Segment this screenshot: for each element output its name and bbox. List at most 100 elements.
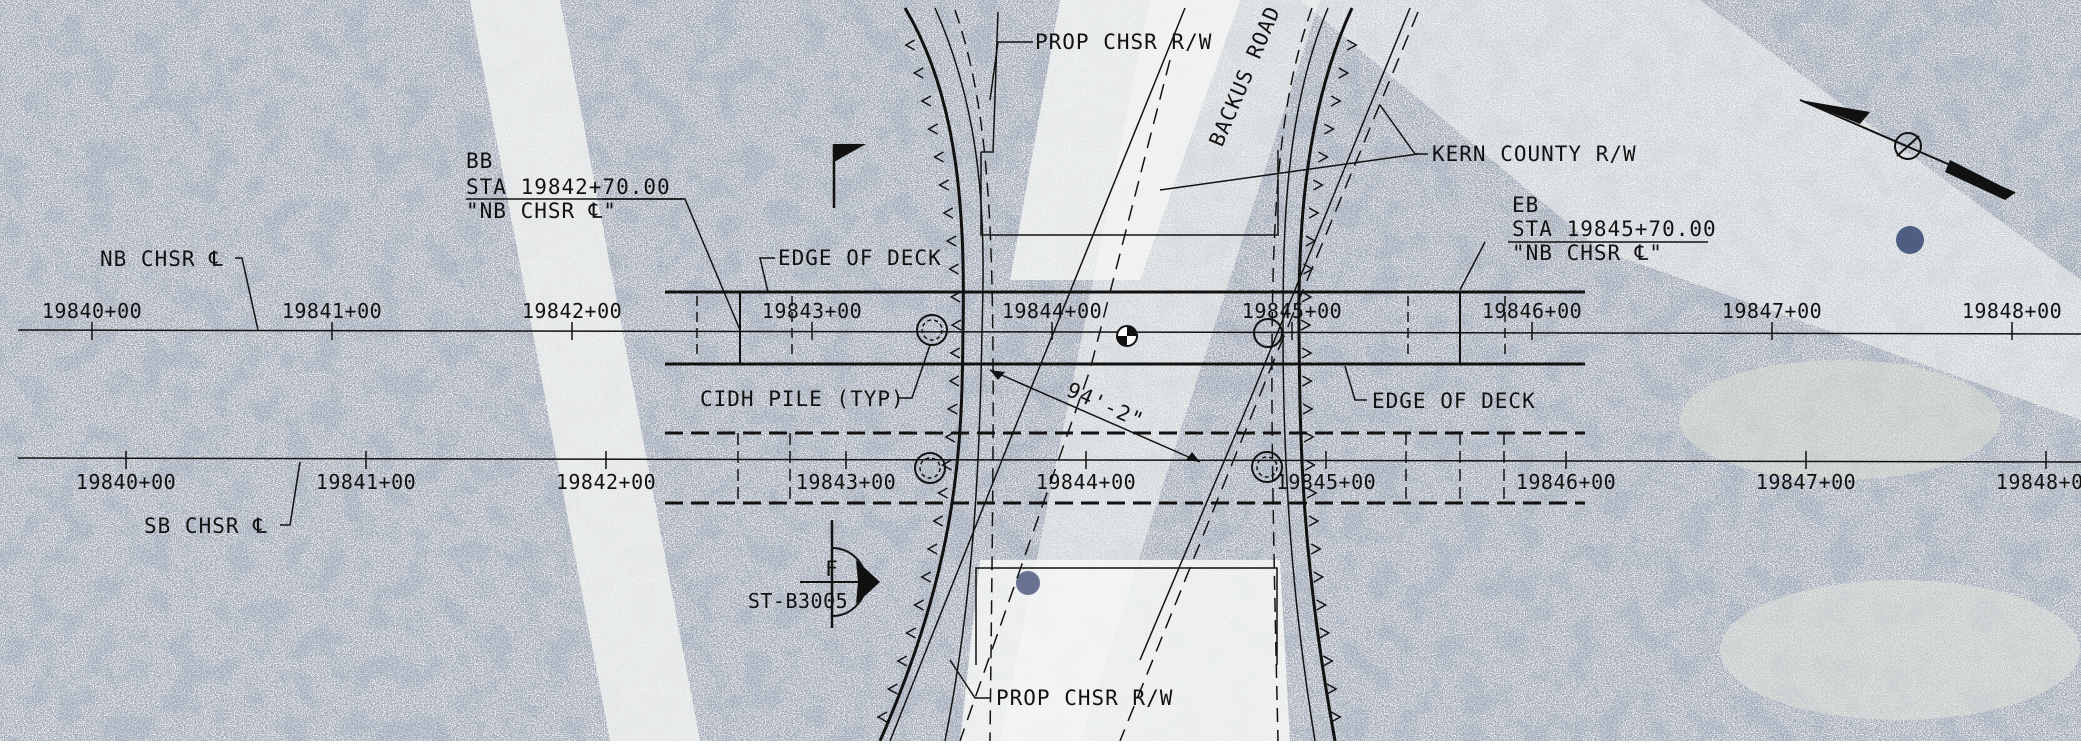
hachure-mark: [1323, 123, 1335, 135]
nb-chsr-centerline-label: NB CHSR ℄: [100, 247, 224, 271]
nb-station-labels: 19840+00 19841+00 19842+00 19843+00 19844+00…: [42, 299, 2062, 323]
hachure-mark: [950, 319, 962, 331]
nb-station-label: 19848+00: [1962, 299, 2062, 323]
hachure-mark: [941, 459, 952, 471]
hachure-mark: [942, 207, 954, 219]
edge-of-deck-label-nb: EDGE OF DECK: [778, 246, 942, 270]
hachure-mark: [946, 403, 958, 415]
hachure-mark: [1326, 683, 1338, 695]
sb-chsr-centerline-label: SB CHSR ℄: [144, 514, 268, 538]
eb-station: STA 19845+70.00: [1512, 217, 1717, 241]
sb-station-labels: 19840+00 19841+00 19842+00 19843+00 19844+00…: [76, 470, 2081, 494]
hachure-mark: [938, 179, 949, 191]
nb-station-label: 19843+00: [762, 299, 862, 323]
hachure-mark: [933, 151, 944, 163]
nb-bridge-deck: [665, 290, 1585, 366]
bb-title: BB: [466, 149, 493, 173]
hachure-mark: [1306, 487, 1318, 499]
section-letter: F: [825, 557, 839, 581]
sb-station-label: 19841+00: [316, 470, 416, 494]
hachure-mark: [886, 683, 898, 695]
cidh-pile-sb-2: [1251, 451, 1283, 483]
hachure-mark: [1313, 571, 1325, 583]
hachure-mark: [1316, 599, 1328, 611]
prop-chsr-rw-label-top: PROP CHSR R/W: [1035, 30, 1212, 54]
hachure-mark: [1313, 179, 1324, 191]
hachure-mark: [949, 347, 961, 359]
slope-hachures: [876, 39, 1358, 723]
sb-station-label: 19848+00: [1996, 470, 2081, 494]
sb-chsr-alignment: [17, 451, 2081, 469]
hachure-mark: [1310, 543, 1322, 555]
sb-station-label: 19843+00: [796, 470, 896, 494]
nb-chsr-alignment: [17, 322, 2081, 340]
kern-county-rw-label: KERN COUNTY R/W: [1432, 142, 1637, 166]
nb-station-label: 19840+00: [42, 299, 142, 323]
hachure-mark: [1301, 347, 1313, 359]
sb-station-label: 19844+00: [1036, 470, 1136, 494]
hachure-mark: [1301, 291, 1313, 303]
hachure-mark: [912, 67, 924, 79]
sb-station-label: 19847+00: [1756, 470, 1856, 494]
flag-icon: [832, 144, 866, 208]
backus-road-lines: [889, 7, 1419, 742]
section-sheet-ref: ST-B3005: [748, 589, 848, 613]
sb-bridge-deck: [665, 431, 1585, 505]
hachure-mark: [1302, 375, 1313, 387]
leader-lines: [235, 41, 1486, 699]
eb-title: EB: [1512, 193, 1539, 217]
hachure-mark: [1318, 151, 1329, 163]
hachure-mark: [913, 599, 924, 611]
cidh-pile-nb-2: [1253, 318, 1283, 348]
hachure-mark: [926, 543, 938, 555]
nb-station-label: 19847+00: [1722, 299, 1822, 323]
edge-of-deck-label-sb: EDGE OF DECK: [1372, 389, 1536, 413]
hachure-mark: [1322, 655, 1334, 667]
hachure-mark: [876, 711, 888, 723]
hachure-mark: [1330, 95, 1342, 107]
nb-station-label: 19841+00: [282, 299, 382, 323]
hachure-mark: [1305, 459, 1316, 471]
cidh-pile-sb-1: [914, 452, 946, 484]
hachure-mark: [948, 375, 960, 387]
hachure-mark: [932, 515, 944, 527]
sb-station-label: 19842+00: [556, 470, 656, 494]
bb-station: STA 19842+70.00: [466, 175, 671, 199]
hachure-mark: [1308, 515, 1320, 527]
hachure-mark: [905, 627, 916, 639]
prop-chsr-rw-label-bottom: PROP CHSR R/W: [996, 686, 1173, 710]
sb-station-label: 19840+00: [76, 470, 176, 494]
hachure-mark: [927, 123, 939, 135]
hachure-mark: [1308, 207, 1320, 219]
nb-station-label: 19845+00: [1242, 299, 1342, 323]
cidh-pile-label: CIDH PILE (TYP): [700, 387, 905, 411]
eb-reference: "NB CHSR ℄": [1512, 241, 1663, 265]
hachure-mark: [904, 39, 916, 51]
hachure-mark: [1300, 319, 1312, 331]
hachure-mark: [936, 487, 948, 499]
hachure-mark: [920, 95, 932, 107]
survey-control-point-icon: [1116, 325, 1138, 347]
hachure-mark: [945, 235, 957, 247]
hachure-mark: [896, 655, 908, 667]
hachure-mark: [1346, 39, 1358, 51]
hachure-mark: [1319, 627, 1331, 639]
sb-station-label: 19845+00: [1276, 470, 1376, 494]
hachure-mark: [948, 263, 959, 275]
hachure-mark: [920, 571, 932, 583]
nb-station-label: 19844+00: [1002, 299, 1102, 323]
hachure-mark: [949, 291, 961, 303]
hachure-mark: [1330, 711, 1342, 723]
section-cut-marker: F ST-B3005: [748, 520, 880, 628]
channel-right-bank: [1271, 7, 1354, 742]
nb-station-label: 19846+00: [1482, 299, 1582, 323]
bb-reference: "NB CHSR ℄": [466, 199, 617, 223]
hachure-mark: [1302, 403, 1314, 415]
cidh-pile-nb-1: [916, 314, 948, 346]
nb-station-label: 19842+00: [522, 299, 622, 323]
north-arrow-icon: [1799, 99, 2016, 200]
hachure-mark: [1303, 431, 1315, 443]
hachure-mark: [1338, 67, 1350, 79]
